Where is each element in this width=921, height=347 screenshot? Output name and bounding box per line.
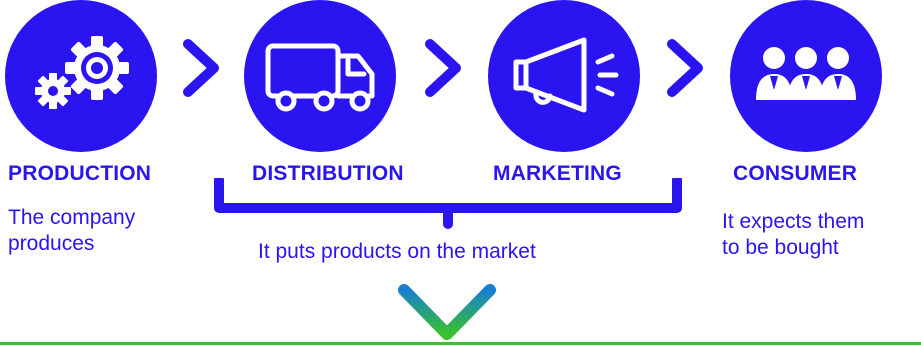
bottom-divider <box>0 342 921 345</box>
chevron-right-icon <box>660 36 712 100</box>
group-bracket <box>214 178 682 229</box>
gears-icon <box>35 36 129 109</box>
megaphone-icon <box>513 37 619 113</box>
description-line: produces <box>8 232 95 255</box>
stage-label-marketing: MARKETING <box>493 162 622 185</box>
chevron-right-icon <box>176 36 228 100</box>
description-line: to be bought <box>722 236 839 259</box>
marketing-circle <box>488 0 640 152</box>
consumer-description: It expects them to be bought <box>722 209 864 261</box>
people-icon <box>756 47 856 100</box>
truck-icon <box>265 43 375 112</box>
production-circle <box>5 0 157 152</box>
distribution-circle <box>244 0 396 152</box>
production-description: The company produces <box>8 205 135 257</box>
stage-label-production: PRODUCTION <box>8 162 152 185</box>
description-line: It expects them <box>722 210 865 233</box>
chevron-right-icon <box>418 36 470 100</box>
consumer-circle <box>730 0 882 152</box>
description-line: The company <box>8 206 136 229</box>
stage-label-consumer: CONSUMER <box>733 162 858 185</box>
shared-description: It puts products on the market <box>258 240 536 263</box>
chevron-down-icon <box>398 284 496 340</box>
stage-label-distribution: DISTRIBUTION <box>252 162 404 185</box>
